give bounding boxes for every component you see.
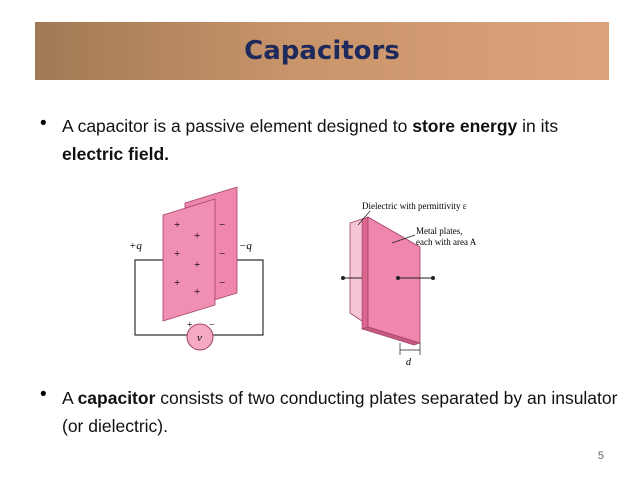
bullet-marker-2: • [40,384,47,405]
metal-plate-edge [361,216,369,330]
plus-sign: + [174,219,180,231]
plates-label-line1: Metal plates, [416,226,463,236]
bullet1-bold-store-energy: store energy [412,116,518,136]
plus-sign: + [174,248,180,260]
slide-title: Capacitors [244,36,400,66]
parallel-plate-diagram: Dielectric with permittivity ε Metal pla… [341,201,477,368]
positive-plate [162,198,216,322]
voltage-source-icon [186,323,214,351]
center-terminal-dot [396,276,400,280]
right-wire [213,259,264,336]
negative-charge-label: −q [239,240,252,252]
bullet1-text-a: A capacitor is a passive element designe… [62,116,413,136]
capacitor-circuit-diagram: + + + + + + − − − +q −q + − v [129,186,264,351]
minus-sign: − [219,219,225,231]
gap-label: d [406,357,412,368]
bullet2-text-b: consists of two conducting plates separa… [62,388,618,436]
plates-pointer [391,234,416,244]
bullet2-text-a: A [62,388,78,408]
minus-sign: − [219,248,225,260]
bullet1-text-b: in its [517,116,559,136]
plates-label-line2: each with area A [416,237,477,247]
plus-sign: + [194,230,200,242]
bullet-marker-1: • [40,113,47,134]
bullet-text-1: A capacitor is a passive element designe… [62,112,622,168]
source-minus-label: − [209,320,215,331]
right-terminal-dot [431,276,435,280]
bullet1-bold-electric-field: electric field. [62,144,169,164]
title-bar: Capacitors [35,22,609,80]
bullet2-bold-capacitor: capacitor [77,388,156,408]
source-plus-label: + [187,320,193,331]
dielectric-label: Dielectric with permittivity ε [362,201,467,211]
plus-sign: + [174,277,180,289]
page-number: 5 [597,450,604,462]
positive-charge-label: +q [129,240,142,252]
bullet-text-2: A capacitor consists of two conducting p… [62,384,622,440]
left-terminal-dot [341,276,345,280]
minus-sign: − [219,277,225,289]
plus-sign: + [194,259,200,271]
left-wire [134,259,187,336]
source-label: v [197,332,202,344]
plus-sign: + [194,286,200,298]
dielectric-pointer [357,210,371,226]
